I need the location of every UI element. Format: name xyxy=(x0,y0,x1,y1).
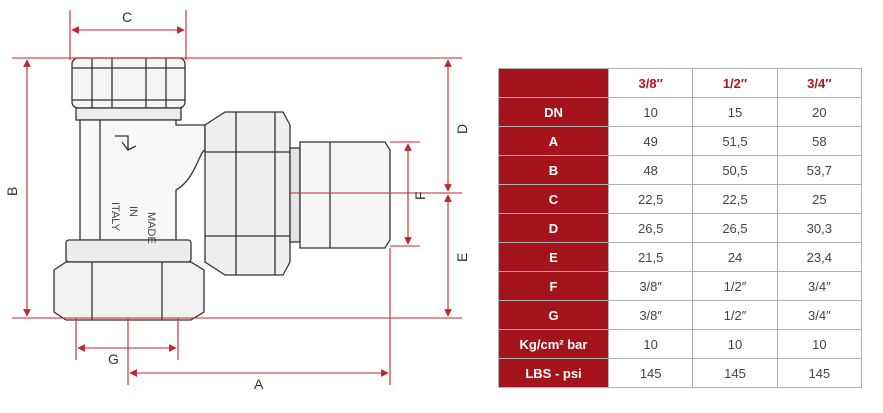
table-cell: 21,5 xyxy=(607,242,694,272)
table-cell: 22,5 xyxy=(692,184,778,214)
table-cell: 1/2″ xyxy=(692,300,778,330)
table-row: D 26,5 26,5 30,3 xyxy=(498,213,863,243)
table-cell: 10 xyxy=(692,329,778,359)
valve-technical-drawing: MADE IN ITALY C B D E F xyxy=(4,9,470,392)
table-cell: 50,5 xyxy=(692,155,778,185)
table-cell: 22,5 xyxy=(607,184,694,214)
table-cell: 30,3 xyxy=(776,213,863,243)
table-row: E 21,5 24 23,4 xyxy=(498,242,863,272)
svg-text:ITALY: ITALY xyxy=(109,202,121,232)
table-row: G 3/8″ 1/2″ 3/4″ xyxy=(498,300,863,330)
dim-label-b: B xyxy=(4,187,20,196)
table-cell: 10 xyxy=(607,329,694,359)
table-corner-cell xyxy=(498,68,609,98)
dim-label-g: G xyxy=(108,351,119,367)
row-label: G xyxy=(498,300,609,330)
table-cell: 145 xyxy=(607,358,694,388)
svg-text:IN: IN xyxy=(127,206,139,217)
specification-table: 3/8″ 1/2″ 3/4″ DN 10 15 20 A 49 51,5 58 … xyxy=(498,68,863,388)
table-cell: 24 xyxy=(692,242,778,272)
svg-text:MADE: MADE xyxy=(145,212,157,244)
row-label: D xyxy=(498,213,609,243)
table-cell: 26,5 xyxy=(607,213,694,243)
size-header: 1/2″ xyxy=(692,68,778,98)
table-cell: 25 xyxy=(776,184,863,214)
size-header: 3/8″ xyxy=(607,68,694,98)
dim-label-e: E xyxy=(454,253,470,262)
row-label: E xyxy=(498,242,609,272)
table-cell: 1/2″ xyxy=(692,271,778,301)
table-cell: 145 xyxy=(776,358,863,388)
table-cell: 3/8″ xyxy=(607,271,694,301)
dimension-lines xyxy=(12,10,462,385)
table-cell: 49 xyxy=(607,126,694,156)
dimension-labels: C B D E F G A xyxy=(4,9,470,392)
table-cell: 10 xyxy=(776,329,863,359)
row-label: F xyxy=(498,271,609,301)
table-cell: 3/4″ xyxy=(776,271,863,301)
dim-label-d: D xyxy=(454,124,470,134)
table-row: F 3/8″ 1/2″ 3/4″ xyxy=(498,271,863,301)
table-cell: 26,5 xyxy=(692,213,778,243)
row-label: DN xyxy=(498,97,609,127)
made-in-italy-stamp: MADE IN ITALY xyxy=(109,202,157,244)
table-cell: 3/4″ xyxy=(776,300,863,330)
size-header: 3/4″ xyxy=(776,68,863,98)
row-label: LBS - psi xyxy=(498,358,609,388)
table-cell: 20 xyxy=(776,97,863,127)
table-cell: 23,4 xyxy=(776,242,863,272)
table-cell: 145 xyxy=(692,358,778,388)
dim-label-a: A xyxy=(254,376,264,392)
table-cell: 48 xyxy=(607,155,694,185)
table-cell: 10 xyxy=(607,97,694,127)
table-cell: 15 xyxy=(692,97,778,127)
table-cell: 3/8″ xyxy=(607,300,694,330)
valve-body xyxy=(53,57,391,321)
table-cell: 53,7 xyxy=(776,155,863,185)
row-label: C xyxy=(498,184,609,214)
table-cell: 51,5 xyxy=(692,126,778,156)
table-row: C 22,5 22,5 25 xyxy=(498,184,863,214)
row-label: A xyxy=(498,126,609,156)
table-row: DN 10 15 20 xyxy=(498,97,863,127)
dim-label-c: C xyxy=(122,9,132,25)
table-row: LBS - psi 145 145 145 xyxy=(498,358,863,388)
row-label: Kg/cm² bar xyxy=(498,329,609,359)
table-row: Kg/cm² bar 10 10 10 xyxy=(498,329,863,359)
row-label: B xyxy=(498,155,609,185)
table-cell: 58 xyxy=(776,126,863,156)
dim-label-f: F xyxy=(412,191,428,200)
table-header-row: 3/8″ 1/2″ 3/4″ xyxy=(498,68,863,98)
table-row: B 48 50,5 53,7 xyxy=(498,155,863,185)
table-row: A 49 51,5 58 xyxy=(498,126,863,156)
